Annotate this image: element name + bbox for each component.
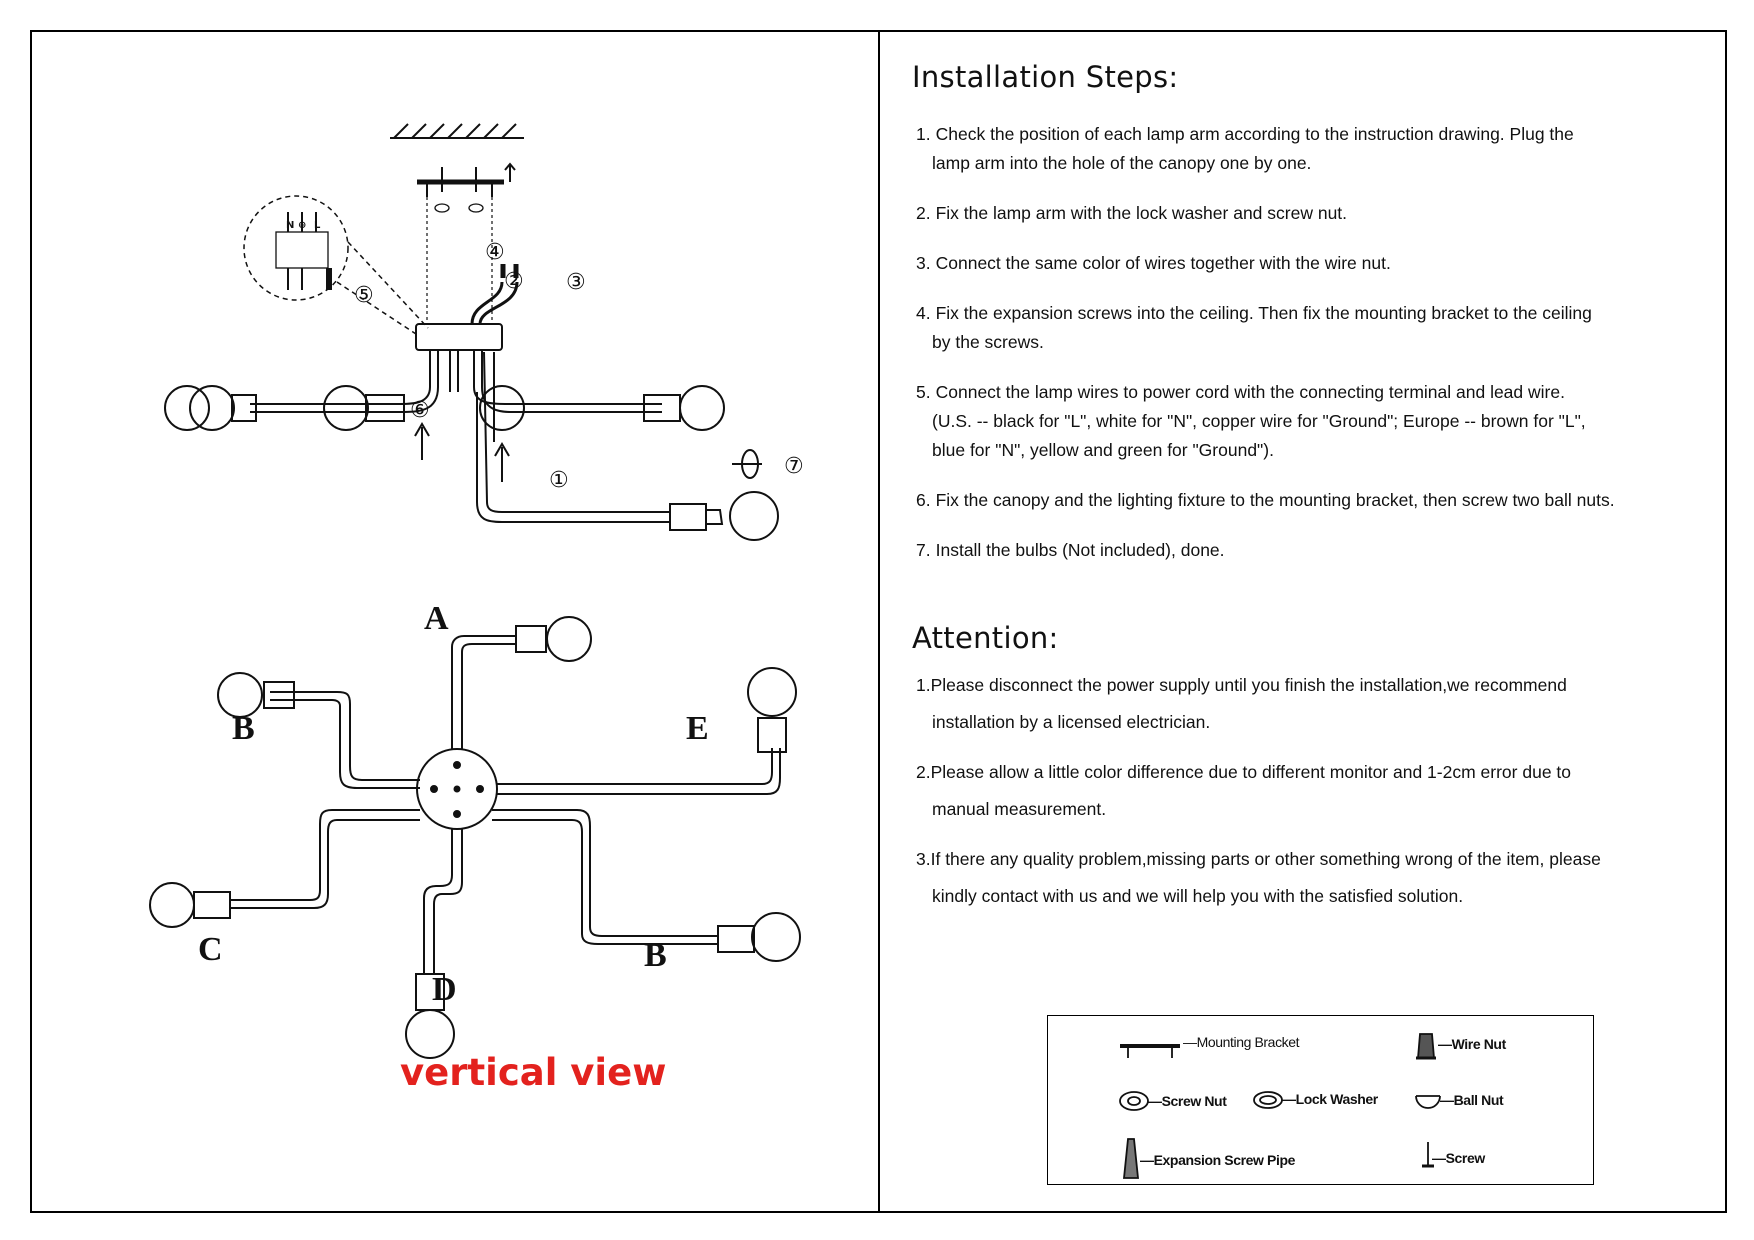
callout-5: ⑤ [354,283,374,308]
terminal-label-n: N [286,220,294,231]
legend-lock-washer: —Lock Washer [1282,1091,1378,1107]
legend-icons [1119,1033,1441,1179]
item-text-line: If there any quality problem,missing par… [930,849,1601,869]
expansion-screw-pipe-icon [1123,1138,1139,1179]
item-number: 3. [916,849,931,869]
legend-mounting-bracket: —Mounting Bracket [1183,1034,1300,1050]
callout-4: ④ [485,240,505,265]
item-text-line: Connect the lamp wires to power cord wit… [935,382,1565,402]
item-text-line: Please allow a little color difference d… [930,762,1572,782]
terminal-label-l: L [314,220,321,231]
screw-icon [1422,1142,1434,1168]
mounting-bracket-icon [417,162,516,322]
arm-label-d: D [432,971,457,1008]
item-text-line: lamp arm into the hole of the canopy one… [932,153,1312,173]
installation-diagram: ① ② ③ ④ ⑤ ⑥ ⑦ N ⊕ L A B E C B D vertical… [149,123,804,1094]
ball-nut-icon [1415,1095,1441,1109]
item-text-line: Fix the lamp arm with the lock washer an… [935,203,1348,223]
callout-3: ③ [566,270,586,295]
installation-step: 4.Fix the expansion screws into the ceil… [912,299,1712,357]
installation-title: Installation Steps: [912,60,1179,94]
attention-title: Attention: [912,621,1059,655]
installation-step: 7.Install the bulbs (Not included), done… [912,536,1712,565]
installation-step: 1.Check the position of each lamp arm ac… [912,120,1712,178]
item-number: 1. [916,675,931,695]
parts-legend: —Mounting Bracket —Wire Nut —Screw Nut —… [1047,1015,1594,1185]
item-text-line: (U.S. -- black for "L", white for "N", c… [932,411,1586,431]
screw-nut-icon [1119,1091,1149,1111]
item-text-line: kindly contact with us and we will help … [932,886,1464,906]
arm-label-b-upper: B [232,710,255,747]
item-number: 2. [916,762,931,782]
terminal-label-ground: ⊕ [298,220,306,231]
item-text-line: Fix the expansion screws into the ceilin… [935,303,1592,323]
legend-ball-nut: —Ball Nut [1440,1092,1504,1108]
legend-screw-nut: —Screw Nut [1148,1093,1227,1109]
legend-wire-nut: —Wire Nut [1438,1036,1506,1052]
installation-step: 3.Connect the same color of wires togeth… [912,249,1712,278]
item-text-line: manual measurement. [932,799,1107,819]
attention-item: 2.Please allow a little color difference… [912,754,1712,828]
wire-nut-icon [1416,1033,1436,1060]
legend-expansion-screw-pipe: —Expansion Screw Pipe [1140,1152,1295,1168]
column-divider [878,30,880,1213]
callout-6: ⑥ [410,398,430,423]
item-number: 2. [916,203,931,223]
vertical-view-caption: vertical view [400,1051,666,1094]
mounting-bracket-icon [1120,1044,1180,1058]
installation-step: 5.Connect the lamp wires to power cord w… [912,378,1712,465]
lock-washer-icon [1253,1091,1283,1109]
instructions-column: Installation Steps: 1.Check the position… [912,60,1712,928]
legend-screw: —Screw [1432,1150,1485,1166]
arm-label-b-lower: B [644,937,667,974]
ceiling-icon [390,123,524,139]
item-text-line: Please disconnect the power supply until… [930,675,1567,695]
item-text-line: Check the position of each lamp arm acco… [935,124,1574,144]
installation-steps: 1.Check the position of each lamp arm ac… [912,120,1712,565]
callout-2: ② [504,269,524,294]
item-text-line: Install the bulbs (Not included), done. [935,540,1225,560]
item-number: 6. [916,490,931,510]
arm-label-a: A [424,600,449,637]
item-text-line: Connect the same color of wires together… [935,253,1391,273]
item-number: 7. [916,540,931,560]
canopy-icon [415,323,503,351]
item-text-line: by the screws. [932,332,1044,352]
attention-item: 3.If there any quality problem,missing p… [912,841,1712,915]
item-number: 3. [916,253,931,273]
item-number: 1. [916,124,931,144]
item-text-line: installation by a licensed electrician. [932,712,1211,732]
callout-1: ① [549,468,569,493]
callout-7: ⑦ [784,454,804,479]
installation-step: 2.Fix the lamp arm with the lock washer … [912,199,1712,228]
attention-list: 1.Please disconnect the power supply unt… [912,667,1712,915]
item-number: 5. [916,382,931,402]
arm-label-c: C [198,931,223,968]
installation-step: 6.Fix the canopy and the lighting fixtur… [912,486,1712,515]
item-text-line: Fix the canopy and the lighting fixture … [935,490,1615,510]
arm-label-e: E [686,710,709,747]
item-number: 4. [916,303,931,323]
attention-item: 1.Please disconnect the power supply unt… [912,667,1712,741]
item-text-line: blue for "N", yellow and green for "Grou… [932,440,1274,460]
